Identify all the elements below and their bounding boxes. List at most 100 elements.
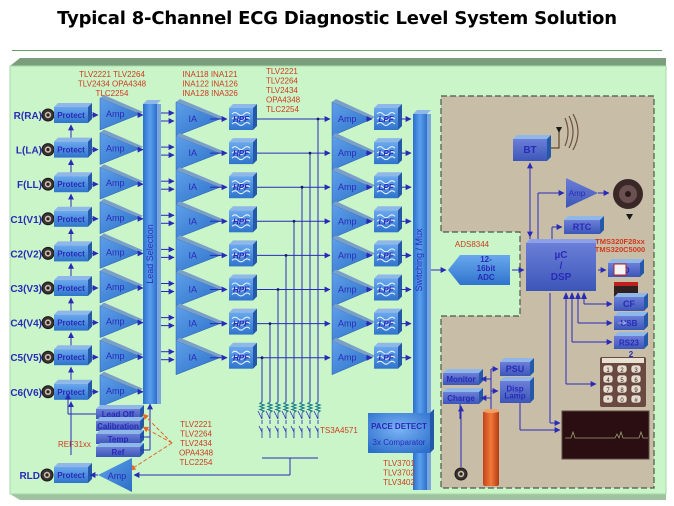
dsp-label: DSP — [551, 272, 572, 283]
keypad-key — [616, 384, 628, 394]
lpf-block-top — [374, 138, 402, 143]
ia-block-edge — [176, 133, 223, 154]
part-number-front-amp: TLV2221 TLV2264 — [79, 70, 145, 79]
input-amp-label: Amp — [106, 386, 125, 396]
keypad-key-label: 5 — [620, 378, 624, 384]
lpf-block-side — [398, 172, 402, 199]
hpf-block-wave-icon — [231, 258, 251, 263]
lpf-block-wave-icon — [376, 214, 396, 219]
keypad-key — [630, 384, 642, 394]
protect-block — [54, 383, 88, 400]
protect-block-side — [88, 276, 92, 296]
hpf-block-top — [229, 342, 257, 347]
keypad-key-label: # — [634, 398, 638, 404]
ia-block-edge — [176, 303, 223, 324]
lpf-block-wave-icon — [376, 122, 396, 126]
input-amp-edge — [100, 233, 143, 253]
lpf-block-label: LPF — [378, 217, 394, 226]
keypad-key-label: 3 — [634, 368, 638, 374]
junction-dot — [300, 185, 304, 189]
cf-card-stripe — [614, 282, 638, 286]
hpf-block-wave-icon — [231, 360, 251, 365]
lpf-block-top — [374, 274, 402, 279]
keypad-key-label: 4 — [606, 378, 610, 384]
lpf-block-label: LPF — [378, 354, 394, 363]
lpf-block-wave-icon — [376, 350, 396, 355]
hpf-block-label: HPF — [233, 217, 250, 226]
protect-block-top — [54, 241, 92, 246]
lpf-block-wave-icon — [376, 185, 396, 190]
lpf-block-wave-icon — [376, 355, 396, 360]
speaker-center — [625, 191, 631, 197]
electrode-label: L(LA) — [16, 146, 42, 157]
dsp-label: µC — [555, 250, 568, 261]
disp-lamp-block-label: Disp — [506, 384, 523, 393]
electrode-jack-icon-pin — [46, 390, 50, 394]
audio-amp-label: Amp — [569, 189, 586, 198]
mid-amp-label: Amp — [338, 182, 357, 192]
monitor-block-top — [443, 369, 483, 373]
mid-amp-edge — [332, 133, 375, 154]
lpf-block — [374, 278, 398, 301]
part-number-comparator: TLV3702 — [383, 469, 415, 478]
usb-block-side — [644, 312, 648, 330]
aux-block-ref-label: Ref — [112, 448, 125, 457]
ia-block-label: IA — [188, 250, 197, 260]
page-title: Typical 8-Channel ECG Diagnostic Level S… — [57, 8, 617, 29]
pace-detect-block — [368, 413, 430, 453]
ia-block-edge — [176, 235, 223, 256]
keypad-key-label: 2 — [620, 368, 624, 374]
resistor-icon — [274, 401, 282, 413]
hpf-block-top — [229, 104, 257, 108]
dsp-input-arrow-icon — [581, 292, 587, 299]
disp-lamp-block — [500, 381, 530, 403]
part-number-mid-amp: TLV2221 — [266, 67, 298, 76]
part-number-mid-amp: TLV2264 — [266, 77, 298, 86]
hpf-block-side — [253, 172, 257, 199]
wireless-signal-icon — [572, 113, 579, 151]
protect-block-top — [54, 276, 92, 280]
resistor-icon — [314, 401, 322, 413]
protect-block — [54, 141, 88, 158]
hpf-block-wave-icon — [231, 224, 251, 229]
lpf-block-side — [398, 138, 402, 165]
lpf-block-label: LPF — [378, 149, 394, 158]
psu-block-label: PSU — [506, 364, 525, 374]
disp-lamp-block-label: Lamp — [504, 392, 525, 401]
lpf-block-wave-icon — [376, 321, 396, 326]
ia-block-edge — [176, 269, 223, 290]
keypad-key-label: 9 — [634, 388, 638, 394]
monitor-block-label: Monitor — [446, 375, 475, 384]
protect-block-side — [88, 206, 92, 227]
electrode-label: F(LL) — [17, 180, 42, 191]
protect-block-side — [88, 103, 92, 123]
bt-block-top — [513, 135, 551, 139]
junction-dot — [260, 356, 264, 360]
hpf-block-side — [253, 240, 257, 267]
rtc-block-top — [564, 216, 604, 220]
hpf-block — [229, 142, 253, 165]
keypad-key — [630, 364, 642, 374]
protect-block-label: Protect — [57, 353, 85, 362]
hpf-block-side — [253, 308, 257, 335]
bt-block — [513, 139, 547, 161]
hpf-block-side — [253, 104, 257, 130]
keypad-key — [616, 394, 628, 404]
aux-block-calibration — [96, 421, 140, 431]
dsp-input-arrow-icon — [563, 292, 569, 299]
cf-block — [614, 297, 644, 311]
mid-amp-edge — [332, 167, 375, 188]
disp-lamp-block-side — [530, 377, 534, 403]
lpf-block-wave-icon — [376, 258, 396, 263]
part-number-ref: REF31xx — [58, 440, 91, 449]
aux-block-calibration-top — [96, 417, 144, 421]
aux-block-temp-label: Temp — [108, 435, 129, 444]
protect-block-label: Protect — [57, 249, 85, 258]
resistor-icon — [266, 401, 274, 413]
keypad-key — [602, 364, 614, 374]
protect-block-top — [54, 137, 92, 142]
mux-label: Switching / Mux — [414, 228, 424, 292]
electrode-jack-icon-pin — [46, 286, 50, 290]
part-pointer-calibration — [142, 426, 173, 444]
hpf-block-side — [253, 274, 257, 301]
